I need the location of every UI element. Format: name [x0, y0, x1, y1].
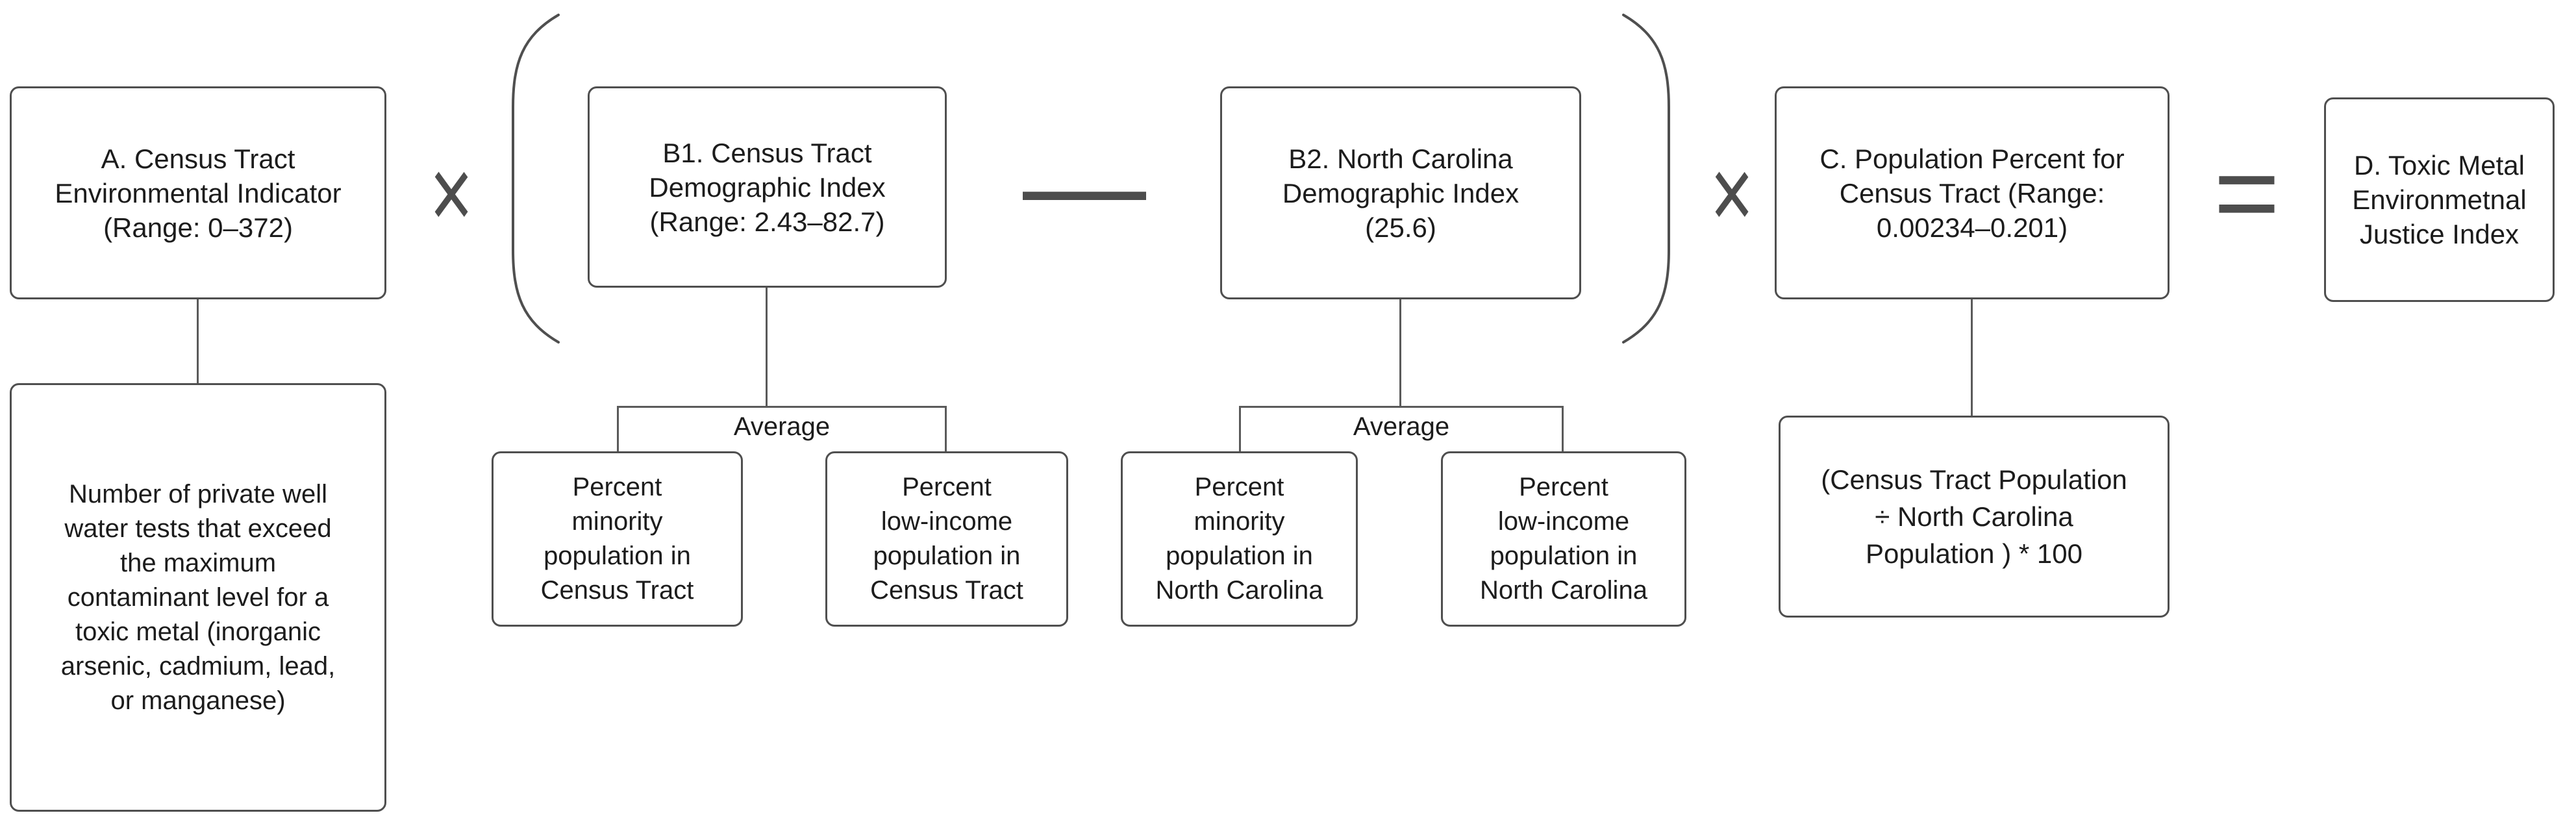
box-b2-line: Demographic Index	[1282, 177, 1519, 208]
b2-child1-line: minority	[1194, 507, 1285, 536]
b1-child1-line: Percent	[572, 473, 662, 501]
box-a-line: (Range: 0–372)	[103, 212, 293, 243]
equals-icon: =	[2213, 130, 2281, 257]
box-a-detail-line: arsenic, cadmium, lead,	[60, 651, 336, 681]
box-d-line: Environmetnal	[2352, 184, 2527, 215]
box-b1-census-tract-demographic-index: B1. Census Tract Demographic Index (Rang…	[588, 86, 947, 288]
box-a-line: Environmental Indicator	[55, 177, 342, 208]
b2-average-bracket-left-leg	[1239, 406, 1241, 451]
multiply-icon: ×	[429, 136, 473, 250]
b2-child2-line: low-income	[1497, 507, 1630, 536]
b2-child1-line: North Carolina	[1155, 576, 1323, 605]
b2-child-percent-low-income-north-carolina: Percent low-income population in North C…	[1441, 451, 1686, 627]
open-paren-icon	[512, 14, 560, 344]
b1-child1-line: population in	[544, 542, 691, 570]
b1-average-bracket-right-leg	[945, 406, 947, 451]
box-b1-line: B1. Census Tract	[662, 137, 872, 168]
multiply-operator-1: ×	[416, 136, 487, 249]
b1-child1-line: Census Tract	[540, 576, 694, 605]
b2-average-bracket-bar	[1239, 406, 1564, 408]
box-a-detail-line: the maximum	[119, 548, 277, 577]
b1-child2-line: low-income	[881, 507, 1013, 536]
b1-child1-line: minority	[571, 507, 663, 536]
box-a-line: A. Census Tract	[101, 143, 295, 174]
b2-child-percent-minority-north-carolina: Percent minority population in North Car…	[1121, 451, 1358, 627]
connector-box-c	[1971, 299, 1973, 416]
b2-child1-line: population in	[1166, 542, 1313, 570]
b1-average-label: Average	[733, 412, 831, 441]
box-c-detail-line: ÷ North Carolina	[1875, 501, 2073, 532]
box-b1-line: (Range: 2.43–82.7)	[649, 206, 885, 237]
b2-average-bracket-right-leg	[1562, 406, 1564, 451]
box-c-line: C. Population Percent for	[1819, 143, 2125, 174]
box-b2-north-carolina-demographic-index: B2. North Carolina Demographic Index (25…	[1220, 86, 1581, 299]
box-a-detail-line: Number of private well	[69, 479, 327, 508]
box-c-detail-population-ratio-formula: (Census Tract Population ÷ North Carolin…	[1779, 416, 2170, 618]
box-a-detail-line: toxic metal (inorganic	[75, 617, 321, 646]
box-d-toxic-metal-ej-index: D. Toxic Metal Environmetnal Justice Ind…	[2324, 97, 2555, 302]
box-c-population-percent-for-census-tract: C. Population Percent for Census Tract (…	[1775, 86, 2170, 299]
box-d-line: Justice Index	[2359, 219, 2520, 249]
box-b2-line: (25.6)	[1365, 212, 1436, 243]
b1-child-percent-low-income-census-tract: Percent low-income population in Census …	[825, 451, 1068, 627]
box-a-detail-line: contaminant level for a	[67, 582, 329, 612]
box-c-line: Census Tract (Range:	[1839, 177, 2105, 208]
close-paren-icon	[1622, 14, 1670, 344]
box-a-detail-private-well-tests: Number of private well water tests that …	[10, 383, 386, 812]
multiply-operator-2: ×	[1696, 136, 1768, 249]
box-c-detail-line: (Census Tract Population	[1821, 464, 2127, 495]
b2-average-label: Average	[1353, 412, 1450, 441]
connector-box-b1	[766, 288, 768, 406]
minus-icon: —	[1023, 116, 1146, 254]
equals-operator: =	[2198, 130, 2295, 257]
connector-box-a	[197, 299, 199, 383]
b2-child2-line: Percent	[1519, 473, 1608, 501]
box-c-detail-line: Population ) * 100	[1866, 538, 2082, 569]
box-a-detail-line: or manganese)	[110, 686, 286, 715]
box-b1-line: Demographic Index	[649, 171, 886, 203]
box-a-detail-line: water tests that exceed	[64, 514, 332, 543]
box-b2-line: B2. North Carolina	[1288, 143, 1513, 174]
box-a-census-tract-environmental-indicator: A. Census Tract Environmental Indicator …	[10, 86, 386, 299]
minus-operator: —	[1016, 116, 1153, 254]
b2-child2-line: North Carolina	[1480, 576, 1647, 605]
b2-child2-line: population in	[1490, 542, 1638, 570]
b1-child2-line: Census Tract	[870, 576, 1023, 605]
connector-box-b2	[1399, 299, 1401, 406]
box-d-line: D. Toxic Metal	[2354, 150, 2525, 181]
b1-average-bracket-left-leg	[617, 406, 619, 451]
multiply-icon: ×	[1710, 136, 1754, 250]
b1-child2-line: Percent	[902, 473, 992, 501]
b1-child2-line: population in	[873, 542, 1021, 570]
box-c-line: 0.00234–0.201)	[1876, 212, 2068, 243]
b1-average-bracket-bar	[617, 406, 947, 408]
b1-child-percent-minority-census-tract: Percent minority population in Census Tr…	[492, 451, 743, 627]
b2-child1-line: Percent	[1194, 473, 1284, 501]
